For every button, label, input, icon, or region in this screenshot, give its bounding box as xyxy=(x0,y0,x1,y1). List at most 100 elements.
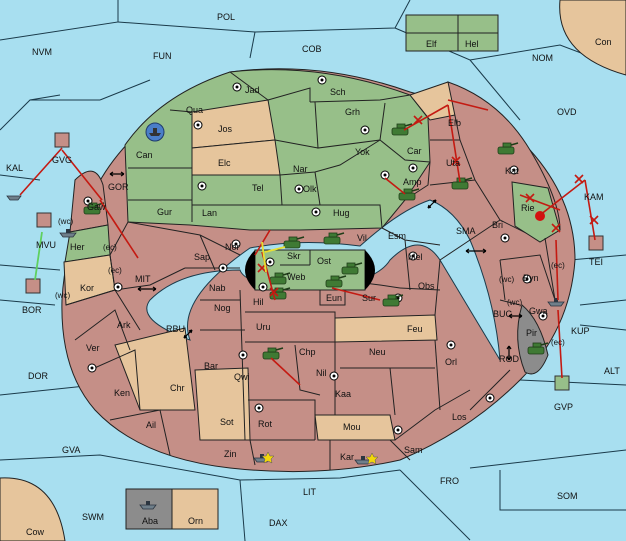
label-con: Con xyxy=(595,37,612,47)
region-north-green xyxy=(124,69,431,231)
supply-center-icon xyxy=(218,263,228,273)
label-uta: Uta xyxy=(446,158,460,168)
ship-icon xyxy=(54,132,70,148)
supply-center-icon xyxy=(232,82,242,92)
label-eun: Eun xyxy=(326,293,342,303)
label-los: Los xyxy=(452,412,467,422)
label-elc: Elc xyxy=(218,158,231,168)
label-mit: MIT xyxy=(135,274,151,284)
supply-center-icon xyxy=(254,403,264,413)
supply-center-icon xyxy=(317,75,327,85)
label-kar: Kar xyxy=(340,452,354,462)
label-cow: Cow xyxy=(26,527,45,537)
move-arrow-icon xyxy=(447,99,489,111)
supply-center-icon xyxy=(446,340,456,350)
province-con[interactable] xyxy=(559,0,626,76)
label-rbu: RBU xyxy=(166,324,185,334)
supply-center-icon xyxy=(87,363,97,373)
supply-center-icon xyxy=(197,181,207,191)
label-nog: Nog xyxy=(214,303,231,313)
label-nab: Nab xyxy=(209,283,226,293)
coast-ec-gwa: (ec) xyxy=(551,338,565,347)
ship-icon xyxy=(6,195,22,201)
label-gvg: GVG xyxy=(52,155,72,165)
label-ark: Ark xyxy=(117,320,131,330)
label-sot: Sot xyxy=(220,417,234,427)
label-car: Car xyxy=(407,146,422,156)
tank-icon xyxy=(283,236,305,249)
supply-center-icon xyxy=(329,371,339,381)
province-chr[interactable] xyxy=(114,327,196,411)
label-lan: Lan xyxy=(202,208,217,218)
label-feu: Feu xyxy=(407,324,423,334)
label-orl: Orl xyxy=(445,357,457,367)
label-ovd: OVD xyxy=(557,107,577,117)
supply-center-icon xyxy=(265,257,275,267)
label-byn: Byn xyxy=(523,273,539,283)
label-her: Her xyxy=(70,242,85,252)
label-olk: Olk xyxy=(303,184,317,194)
label-kaa: Kaa xyxy=(335,389,351,399)
ship-icon xyxy=(547,298,565,307)
label-ail: Ail xyxy=(146,420,156,430)
label-uru: Uru xyxy=(256,322,271,332)
label-gwa: Gwa xyxy=(529,306,548,316)
sea-markers xyxy=(25,132,604,391)
label-tei: TEI xyxy=(589,257,603,267)
label-ken: Ken xyxy=(114,388,130,398)
label-vil: Vil xyxy=(357,233,367,243)
label-rod: ROD xyxy=(499,354,520,364)
label-gaw: Gaw xyxy=(87,202,106,212)
move-arrow-icon xyxy=(555,239,559,301)
label-yok: Yok xyxy=(355,147,370,157)
move-arrow-icon xyxy=(447,104,461,183)
label-swm: SWM xyxy=(82,512,104,522)
coast-ec-kor: (ec) xyxy=(108,266,122,275)
label-can: Can xyxy=(136,150,153,160)
label-zin: Zin xyxy=(224,449,237,459)
label-nvm: NVM xyxy=(32,47,52,57)
label-pir: Pir xyxy=(526,328,537,338)
label-nar: Nar xyxy=(293,164,308,174)
label-ost: Ost xyxy=(317,256,332,266)
supply-center-icon xyxy=(522,274,532,284)
supply-center-icon xyxy=(231,239,241,249)
supply-center-icon xyxy=(380,170,390,180)
label-obs: Obs xyxy=(418,281,435,291)
label-skr: Skr xyxy=(287,251,301,261)
province-pir[interactable] xyxy=(517,304,549,375)
label-buc: BUC xyxy=(493,309,513,319)
label-dax: DAX xyxy=(269,518,288,528)
ship-icon xyxy=(25,278,41,294)
label-elf: Elf xyxy=(426,39,437,49)
label-rot: Rot xyxy=(258,419,273,429)
label-sur: Sur xyxy=(362,293,376,303)
double-arrow-icon xyxy=(109,171,523,361)
label-mvu: MVU xyxy=(36,240,56,250)
label-orn: Orn xyxy=(188,516,203,526)
tank-icon xyxy=(323,232,345,245)
label-kor: Kor xyxy=(80,283,94,293)
label-tel: Tel xyxy=(252,183,264,193)
support-arrow xyxy=(261,241,267,273)
move-arrow-icon xyxy=(584,179,596,241)
label-nor: Nor xyxy=(225,242,240,252)
label-qwi: Qwi xyxy=(234,372,250,382)
province-cow[interactable] xyxy=(0,477,66,541)
label-lit: LIT xyxy=(303,487,317,497)
tank-icon xyxy=(341,262,363,275)
label-cob: COB xyxy=(302,44,322,54)
label-chp: Chp xyxy=(299,347,316,357)
label-bor: BOR xyxy=(22,305,42,315)
label-alt: ALT xyxy=(604,366,620,376)
label-bri: Bri xyxy=(492,220,503,230)
province-orn[interactable] xyxy=(171,488,219,530)
label-neu: Neu xyxy=(369,347,386,357)
label-jos: Jos xyxy=(218,124,233,134)
ship-icon xyxy=(588,235,604,251)
label-kam: KAM xyxy=(584,192,604,202)
label-qua: Qua xyxy=(186,105,203,115)
label-aba: Aba xyxy=(142,516,158,526)
tank-icon xyxy=(451,177,473,190)
